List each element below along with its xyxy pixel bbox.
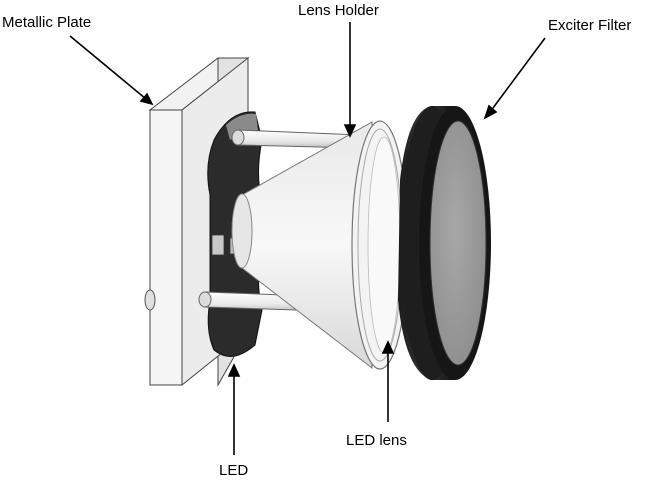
exciter-filter: [398, 106, 491, 380]
led-label: LED: [219, 462, 248, 479]
metallic-plate-label: Metallic Plate: [2, 14, 91, 31]
exciter-filter-label: Exciter Filter: [548, 17, 631, 34]
leader-arrows: [69, 22, 546, 455]
led-lens-label: LED lens: [346, 432, 407, 449]
led-lens-ring: [351, 120, 409, 370]
exciter-filter-arrow: [489, 37, 546, 113]
lens-holder-label: Lens Holder: [298, 2, 379, 19]
metallic-plate-arrow: [69, 35, 147, 100]
lens-holder-cone: [231, 121, 373, 370]
